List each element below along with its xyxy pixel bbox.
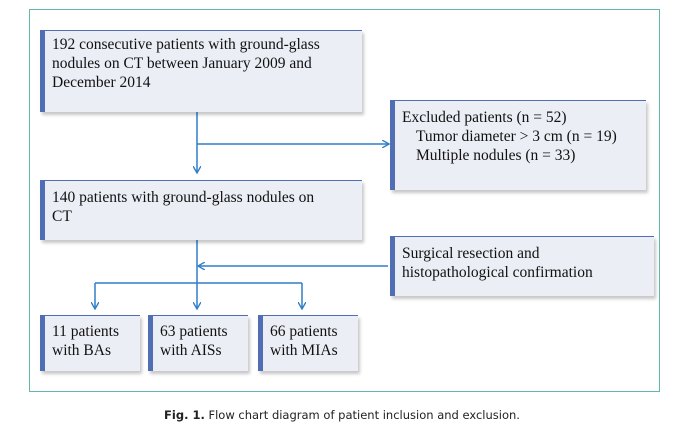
box-text-line: 11 patients — [52, 323, 120, 340]
box-text-line: December 2014 — [52, 74, 151, 91]
box-text-line: CT — [52, 208, 72, 225]
figure-caption: Fig. 1. Flow chart diagram of patient in… — [0, 408, 684, 422]
figure-label: Fig. 1. — [164, 408, 205, 422]
box-text-line: histopathological confirmation — [402, 264, 593, 281]
box-text-line: nodules on CT between January 2009 and — [52, 55, 312, 72]
box-text-line: 66 patients — [270, 323, 338, 340]
box-mia-patients: 66 patients with MIAs — [258, 315, 358, 371]
box-text-line: with BAs — [52, 342, 111, 359]
box-ba-patients: 11 patients with BAs — [40, 315, 140, 371]
box-text-line: Tumor diameter > 3 cm (n = 19) — [416, 128, 617, 145]
box-text-line: 140 patients with ground-glass nodules o… — [52, 189, 315, 206]
box-excluded-patients: Excluded patients (n = 52) Tumor diamete… — [390, 100, 646, 190]
box-text-line: 63 patients — [160, 323, 228, 340]
box-remaining-patients: 140 patients with ground-glass nodules o… — [40, 180, 362, 240]
box-surgical-resection: Surgical resection and histopathological… — [390, 236, 654, 296]
box-text-line: with MIAs — [270, 342, 338, 359]
box-text-line: Excluded patients (n = 52) — [402, 109, 567, 126]
box-text-line: with AISs — [160, 342, 222, 359]
figure-caption-text: Flow chart diagram of patient inclusion … — [204, 408, 520, 422]
box-initial-patients: 192 consecutive patients with ground-gla… — [40, 30, 362, 112]
box-text-line: Multiple nodules (n = 33) — [416, 147, 576, 164]
box-text-line: Surgical resection and — [402, 245, 540, 262]
box-text-line: 192 consecutive patients with ground-gla… — [52, 36, 320, 53]
box-ais-patients: 63 patients with AISs — [148, 315, 248, 371]
diagram-frame — [29, 9, 660, 392]
